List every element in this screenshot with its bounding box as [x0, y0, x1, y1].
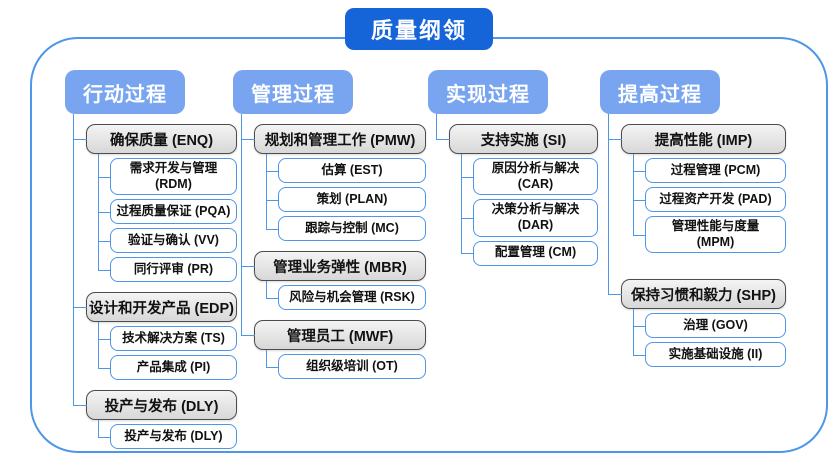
tree-branch: 风险与机会管理 (RSK)	[266, 281, 426, 310]
practice-list: 估算 (EST) 策划 (PLAN) 跟踪与控制 (MC)	[266, 154, 426, 241]
process-area-node: 设计和开发产品 (EDP)	[86, 292, 237, 323]
practice-node: 过程资产开发 (PAD)	[645, 187, 786, 212]
process-group-edp: 设计和开发产品 (EDP) 技术解决方案 (TS) 产品集成 (PI)	[73, 282, 237, 391]
practice-node: 实施基础设施 (II)	[645, 342, 786, 368]
column-implementation-process: 实现过程 支持实施 (SI) 原因分析与解决 (CAR) 决策分析与解决 (DA…	[428, 70, 598, 266]
practice-list: 技术解决方案 (TS) 产品集成 (PI)	[98, 322, 237, 381]
practice-node: 组织级培训 (OT)	[278, 354, 426, 379]
practice-list: 投产与发布 (DLY)	[98, 420, 237, 450]
practice-node: 策划 (PLAN)	[278, 187, 426, 212]
process-groups: 规划和管理工作 (PMW) 估算 (EST) 策划 (PLAN) 跟踪与控制 (…	[241, 114, 426, 379]
practice-list: 需求开发与管理 (RDM) 过程质量保证 (PQA) 验证与确认 (VV) 同行…	[98, 153, 237, 283]
tree-branch: 决策分析与解决 (DAR)	[461, 195, 598, 241]
tree-branch: 原因分析与解决 (CAR)	[461, 153, 598, 200]
tree-branch: 实施基础设施 (II)	[633, 338, 786, 368]
process-group-si: 支持实施 (SI) 原因分析与解决 (CAR) 决策分析与解决 (DAR) 配置…	[436, 114, 598, 266]
diagram-title: 质量纲领	[345, 8, 493, 50]
practice-node: 过程管理 (PCM)	[645, 158, 786, 183]
process-group-mwf: 管理员工 (MWF) 组织级培训 (OT)	[241, 310, 426, 379]
process-group-mbr: 管理业务弹性 (MBR) 风险与机会管理 (RSK)	[241, 241, 426, 320]
tree-branch: 验证与确认 (VV)	[98, 224, 237, 258]
column-header-management: 管理过程	[233, 70, 353, 114]
tree-branch: 治理 (GOV)	[633, 309, 786, 343]
column-header-improvement: 提高过程	[600, 70, 720, 114]
process-group-pmw: 规划和管理工作 (PMW) 估算 (EST) 策划 (PLAN) 跟踪与控制 (…	[241, 114, 426, 251]
tree-branch: 跟踪与控制 (MC)	[266, 212, 426, 241]
column-management-process: 管理过程 规划和管理工作 (PMW) 估算 (EST) 策划 (PLAN) 跟踪…	[233, 70, 426, 379]
process-area-node: 提高性能 (IMP)	[621, 124, 786, 154]
practice-list: 原因分析与解决 (CAR) 决策分析与解决 (DAR) 配置管理 (CM)	[461, 153, 598, 266]
tree-branch: 过程质量保证 (PQA)	[98, 195, 237, 229]
column-header-action: 行动过程	[65, 70, 185, 114]
practice-node: 风险与机会管理 (RSK)	[278, 285, 426, 310]
process-area-node: 支持实施 (SI)	[449, 124, 598, 154]
practice-node: 配置管理 (CM)	[473, 240, 598, 266]
tree-branch: 过程管理 (PCM)	[633, 154, 786, 187]
practice-list: 风险与机会管理 (RSK)	[266, 281, 426, 310]
tree-branch: 配置管理 (CM)	[461, 236, 598, 266]
practice-node: 跟踪与控制 (MC)	[278, 216, 426, 241]
practice-list: 过程管理 (PCM) 过程资产开发 (PAD) 管理性能与度量 (MPM)	[633, 154, 786, 254]
process-area-node: 确保质量 (ENQ)	[86, 124, 237, 154]
tree-branch: 投产与发布 (DLY)	[98, 420, 237, 450]
tree-branch: 产品集成 (PI)	[98, 351, 237, 381]
process-area-node: 保持习惯和毅力 (SHP)	[621, 279, 786, 310]
tree-branch: 组织级培训 (OT)	[266, 350, 426, 379]
practice-node: 同行评审 (PR)	[110, 257, 237, 283]
practice-node: 估算 (EST)	[278, 158, 426, 183]
process-groups: 提高性能 (IMP) 过程管理 (PCM) 过程资产开发 (PAD) 管理性能与…	[608, 113, 786, 368]
tree-branch: 同行评审 (PR)	[98, 253, 237, 283]
process-area-node: 投产与发布 (DLY)	[86, 390, 237, 421]
tree-branch: 过程资产开发 (PAD)	[633, 183, 786, 216]
process-groups: 确保质量 (ENQ) 需求开发与管理 (RDM) 过程质量保证 (PQA) 验证…	[73, 113, 237, 450]
practice-node: 验证与确认 (VV)	[110, 228, 237, 254]
column-improvement-process: 提高过程 提高性能 (IMP) 过程管理 (PCM) 过程资产开发 (PAD) …	[600, 70, 786, 368]
column-action-process: 行动过程 确保质量 (ENQ) 需求开发与管理 (RDM) 过程质量保证 (PQ…	[65, 70, 237, 450]
tree-branch: 估算 (EST)	[266, 154, 426, 187]
practice-node: 治理 (GOV)	[645, 313, 786, 339]
process-group-imp: 提高性能 (IMP) 过程管理 (PCM) 过程资产开发 (PAD) 管理性能与…	[608, 113, 786, 264]
practice-list: 治理 (GOV) 实施基础设施 (II)	[633, 309, 786, 368]
process-area-node: 管理业务弹性 (MBR)	[254, 251, 426, 281]
practice-node: 过程质量保证 (PQA)	[110, 199, 237, 225]
column-header-implementation: 实现过程	[428, 70, 548, 114]
practice-node: 技术解决方案 (TS)	[110, 326, 237, 352]
tree-branch: 需求开发与管理 (RDM)	[98, 153, 237, 200]
practice-node: 原因分析与解决 (CAR)	[473, 158, 598, 196]
process-area-node: 管理员工 (MWF)	[254, 320, 426, 350]
practice-node: 需求开发与管理 (RDM)	[110, 158, 237, 196]
practice-list: 组织级培训 (OT)	[266, 350, 426, 379]
process-group-dly: 投产与发布 (DLY) 投产与发布 (DLY)	[73, 380, 237, 450]
practice-node: 管理性能与度量 (MPM)	[645, 216, 786, 254]
tree-branch: 策划 (PLAN)	[266, 183, 426, 216]
process-group-enq: 确保质量 (ENQ) 需求开发与管理 (RDM) 过程质量保证 (PQA) 验证…	[73, 113, 237, 293]
tree-branch: 技术解决方案 (TS)	[98, 322, 237, 356]
practice-node: 产品集成 (PI)	[110, 355, 237, 381]
process-area-node: 规划和管理工作 (PMW)	[254, 124, 426, 154]
tree-branch: 管理性能与度量 (MPM)	[633, 211, 786, 254]
process-groups: 支持实施 (SI) 原因分析与解决 (CAR) 决策分析与解决 (DAR) 配置…	[436, 114, 598, 266]
practice-node: 投产与发布 (DLY)	[110, 424, 237, 450]
practice-node: 决策分析与解决 (DAR)	[473, 199, 598, 237]
process-group-shp: 保持习惯和毅力 (SHP) 治理 (GOV) 实施基础设施 (II)	[608, 253, 786, 368]
